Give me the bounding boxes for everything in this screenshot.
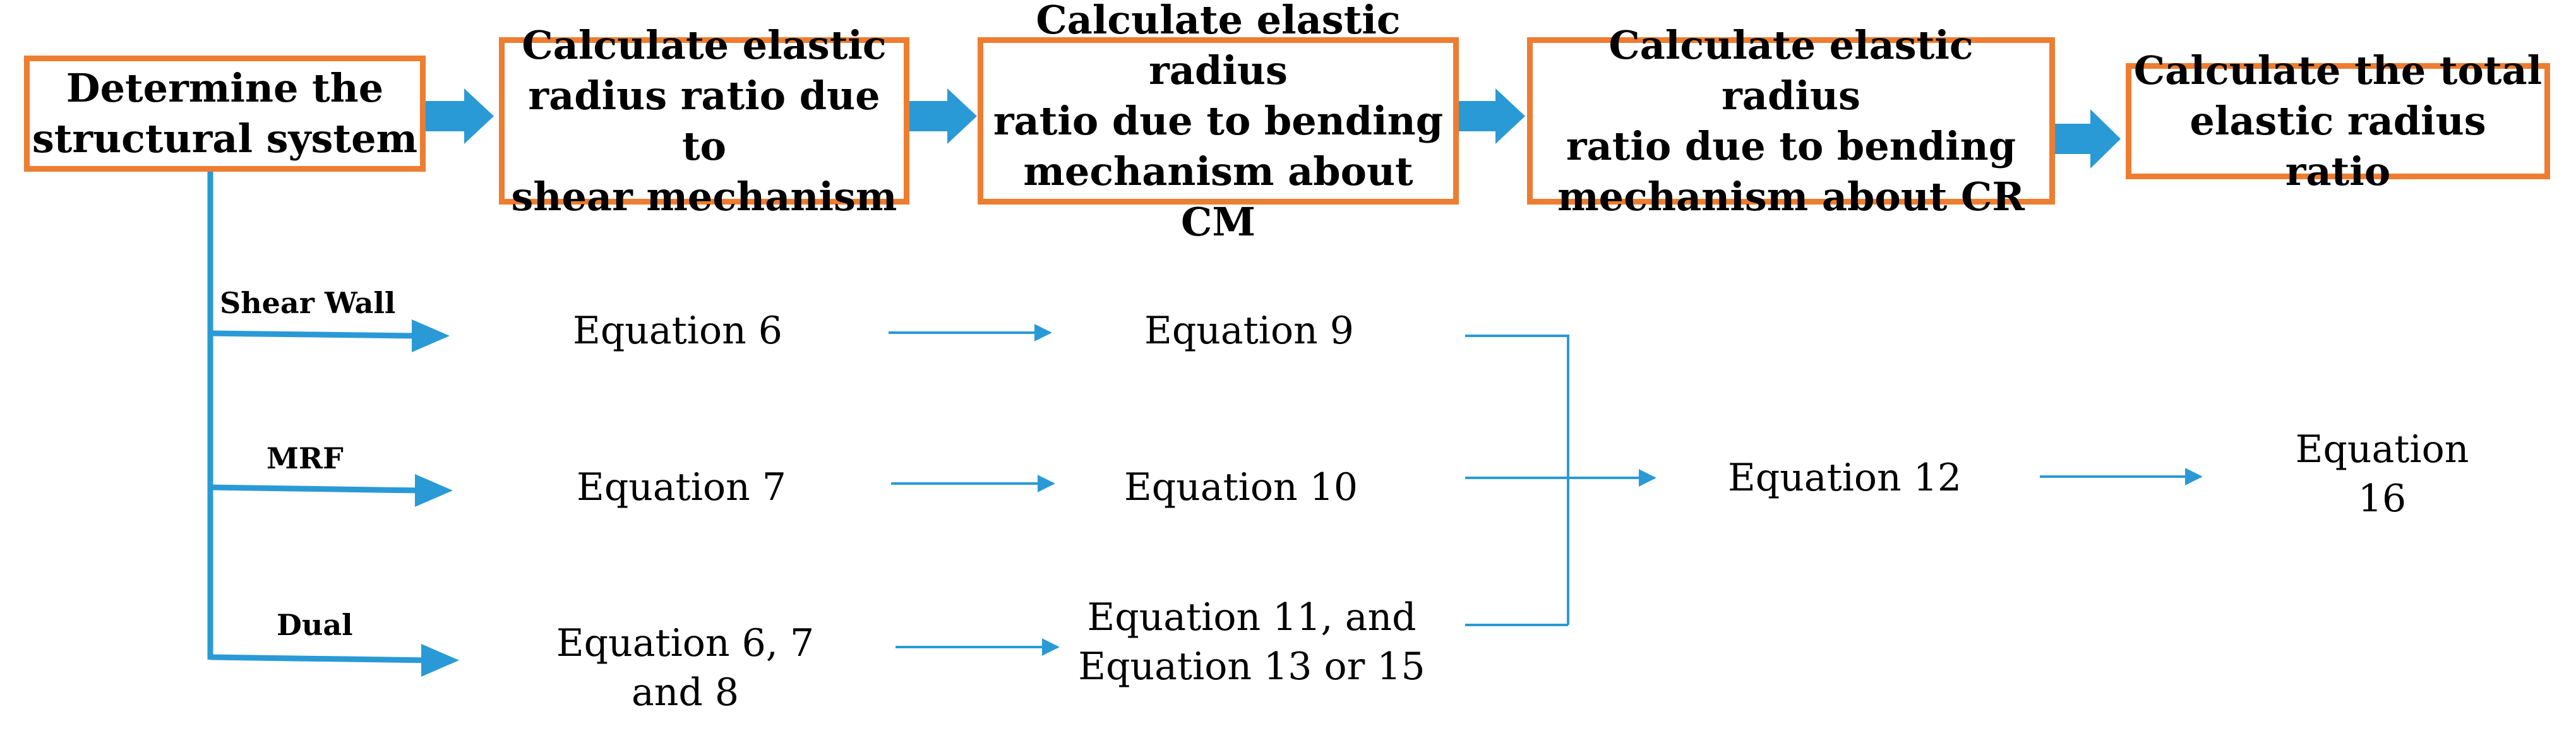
branch-label-dual: Dual [277,608,353,642]
step-bending-about-cr: Calculate elastic radius ratio due to be… [1527,22,2055,220]
branch-arrowhead-shear-wall [412,319,450,352]
step-determine-structural-system: Determine the structural system [24,56,426,172]
block-arrow-4 [2052,109,2121,169]
step-bending-about-cm: Calculate elastic radius ratio due to be… [978,0,1459,245]
dual-shear-equation: Equation 6, 7 and 8 [556,621,815,715]
branch-arrow-shear-wall [210,330,417,339]
shear-wall-shear-equation: Equation 6 [573,309,782,353]
final-equation: Equation 16 [2295,427,2469,521]
branch-arrow-mrf [210,484,421,494]
branch-arrowhead-mrf [415,474,453,507]
branch-label-shear-wall: Shear Wall [220,286,396,320]
merge-bracket-top [1465,335,1569,625]
block-arrow-1 [424,88,494,144]
mrf-shear-equation: Equation 7 [577,465,786,509]
step-total-elastic-radius-ratio: Calculate the total elastic radius ratio [2126,47,2550,194]
merge-equation: Equation 12 [1727,456,1962,500]
step-shear-mechanism: Calculate elastic radius ratio due to sh… [499,22,909,220]
shear-wall-bending-equation: Equation 9 [1144,309,1354,353]
block-arrow-3 [1456,88,1525,144]
block-arrow-2 [908,88,977,144]
mrf-bending-equation: Equation 10 [1123,465,1358,509]
branch-arrowhead-dual [421,644,459,677]
branch-arrow-dual [210,654,427,663]
dual-bending-equation: Equation 11, and Equation 13 or 15 [1078,595,1425,689]
branch-label-mrf: MRF [267,441,344,475]
